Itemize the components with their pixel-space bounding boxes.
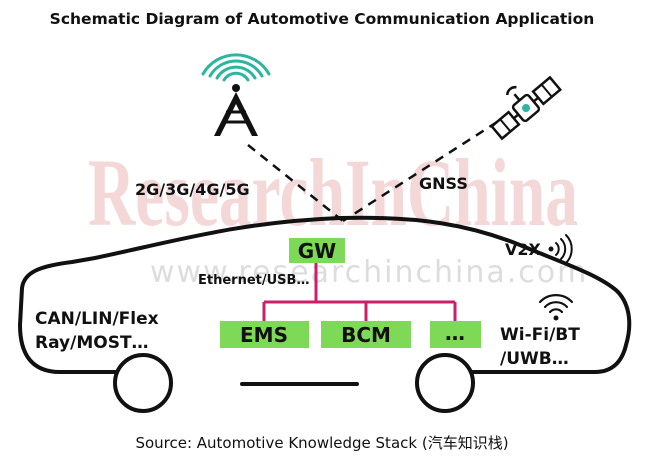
more-module: … — [430, 321, 481, 348]
rear-wheel — [415, 353, 475, 413]
v2x-signal-icon — [548, 234, 573, 264]
wireless-signal-icon — [538, 294, 574, 321]
diagram-title: Schematic Diagram of Automotive Communic… — [50, 10, 595, 28]
wired-bus-label-line2: Ray/MOST… — [35, 333, 149, 353]
wired-bus-label-line1: CAN/LIN/Flex — [35, 309, 159, 329]
gateway-module: GW — [289, 238, 345, 263]
gateway-label: GW — [298, 239, 336, 263]
watermark-text: ResearchInChina — [88, 139, 578, 246]
wireless-label-line2: /UWB… — [500, 349, 569, 369]
gnss-label: GNSS — [419, 174, 468, 193]
ems-module: EMS — [220, 321, 309, 348]
ethernet-label: Ethernet/USB… — [198, 273, 309, 288]
bcm-label: BCM — [341, 323, 391, 347]
satellite-icon — [489, 75, 563, 141]
wireless-label-line1: Wi-Fi/BT — [500, 325, 580, 345]
wireless-links — [247, 120, 498, 223]
watermark-url: www.researchinchina.com — [150, 255, 588, 290]
more-label: … — [445, 321, 465, 345]
cell-tower-icon — [201, 53, 271, 136]
v2x-label: V2X — [505, 240, 542, 259]
bcm-module: BCM — [321, 321, 411, 348]
source-note: Source: Automotive Knowledge Stack (汽车知识… — [135, 434, 508, 452]
cellular-label: 2G/3G/4G/5G — [135, 180, 250, 199]
gnss-link-line — [342, 120, 498, 223]
in-vehicle-bus — [262, 263, 457, 321]
cellular-link-line — [247, 144, 344, 222]
front-wheel — [113, 353, 173, 413]
car-body-outline — [18, 215, 632, 374]
ems-label: EMS — [240, 323, 288, 347]
